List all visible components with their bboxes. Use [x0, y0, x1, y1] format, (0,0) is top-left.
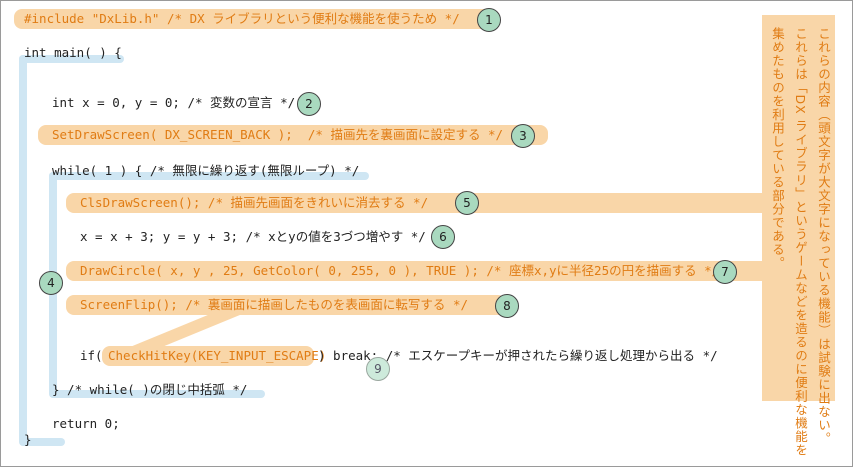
include-highlight — [14, 9, 498, 29]
note-panel: これらの内容（頭文字が大文字になっている機能）は試験に出ない。 これらは「DX … — [762, 15, 835, 457]
include-line: #include "DxLib.h" /* DX ライブラリという便利な機能を使… — [24, 11, 460, 26]
marker-4: 4 — [39, 271, 63, 295]
update-line: x = x + 3; y = y + 3; /* xとyの値を3づつ増やす */ — [80, 229, 426, 244]
note-line-3: 集めたものを利用している部分である。 — [770, 27, 785, 270]
if-prefix: if( — [80, 348, 103, 363]
cls-line: ClsDrawScreen(); /* 描画先画面をきれいに消去する */ — [80, 195, 429, 210]
marker-6: 6 — [431, 225, 455, 249]
flip-line: ScreenFlip(); /* 裏画面に描画したものを表画面に転写する */ — [80, 297, 469, 312]
if-suffix: ) break; /* エスケープキーが押されたら繰り返し処理から出る */ — [318, 348, 718, 363]
marker-8: 8 — [495, 294, 519, 318]
flip-highlight — [66, 295, 506, 315]
circle-highlight — [66, 261, 786, 281]
marker-2: 2 — [297, 92, 321, 116]
while-close-line: } /* while( )の閉じ中括弧 */ — [52, 382, 248, 397]
main-brace-bottom — [19, 438, 65, 446]
main-brace-vertical — [19, 55, 27, 445]
cls-highlight — [66, 193, 786, 213]
marker-3: 3 — [511, 124, 535, 148]
marker-7: 7 — [713, 260, 737, 284]
setdraw-line: SetDrawScreen( DX_SCREEN_BACK ); /* 描画先を… — [52, 127, 504, 142]
return-line: return 0; — [52, 416, 120, 431]
note-line-2: これらは「DX ライブラリ」というゲームなどを造るのに便利な機能を — [793, 27, 808, 458]
checkhit-highlight — [102, 346, 314, 366]
checkhit-call: CheckHitKey(KEY_INPUT_ESCAPE) — [108, 348, 327, 363]
while-brace-bottom — [49, 390, 265, 398]
main-close-line: } — [24, 432, 32, 447]
marker-1: 1 — [477, 8, 501, 32]
circle-line: DrawCircle( x, y , 25, GetColor( 0, 255,… — [80, 263, 720, 278]
setdraw-highlight — [38, 125, 548, 145]
marker-9: 9 — [366, 357, 390, 381]
main-open-line: int main( ) { — [24, 45, 122, 60]
note-line-1: これらの内容（頭文字が大文字になっている機能）は試験に出ない。 — [816, 27, 831, 446]
while-open-line: while( 1 ) { /* 無限に繰り返す(無限ループ) */ — [52, 163, 360, 178]
while-brace-top — [49, 172, 369, 180]
marker-5: 5 — [455, 191, 479, 215]
main-brace-top — [19, 55, 124, 63]
decl-line: int x = 0, y = 0; /* 変数の宣言 */ — [52, 95, 296, 110]
